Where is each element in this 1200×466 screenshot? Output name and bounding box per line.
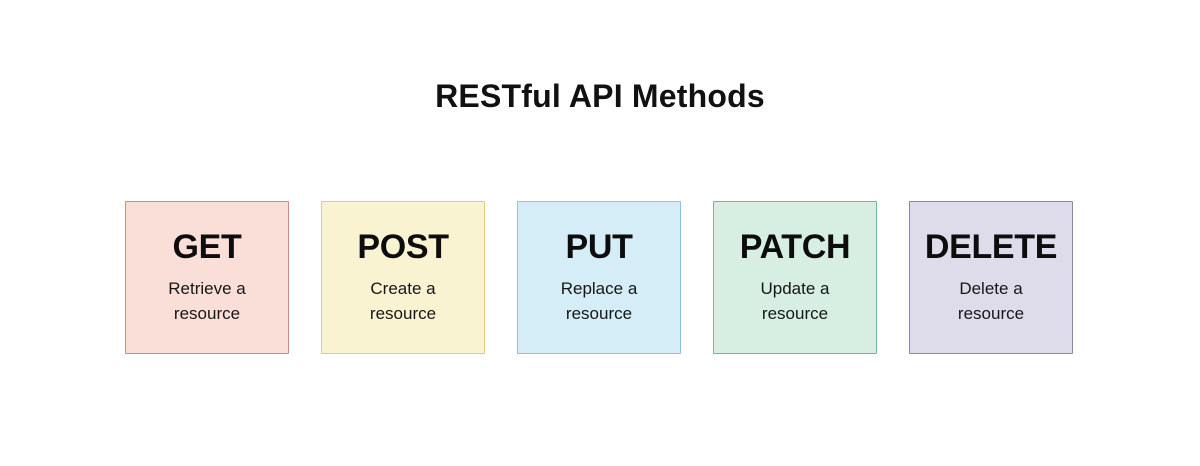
method-description-line2: resource — [565, 304, 633, 323]
method-description-line1: Create a — [370, 279, 436, 298]
method-card-patch[interactable]: PATCH Update a resource — [713, 201, 877, 354]
method-card-get[interactable]: GET Retrieve a resource — [125, 201, 289, 354]
method-description-line1: Update a — [760, 279, 830, 298]
method-description-patch: Update a resource — [725, 276, 865, 326]
method-description-line2: resource — [173, 304, 241, 323]
method-name-patch: PATCH — [739, 228, 851, 266]
method-description-post: Create a resource — [333, 276, 473, 326]
method-description-line2: resource — [957, 304, 1025, 323]
method-description-delete: Delete a resource — [921, 276, 1061, 326]
method-description-line1: Retrieve a — [168, 279, 246, 298]
method-card-post[interactable]: POST Create a resource — [321, 201, 485, 354]
method-description-put: Replace a resource — [529, 276, 669, 326]
method-name-put: PUT — [565, 228, 633, 266]
method-name-delete: DELETE — [924, 228, 1058, 266]
method-name-post: POST — [357, 228, 449, 266]
method-description-line1: Replace a — [560, 279, 638, 298]
page-title: RESTful API Methods — [435, 78, 765, 114]
method-description-line2: resource — [369, 304, 437, 323]
method-cards-row: GET Retrieve a resource POST Create a re… — [125, 201, 1073, 354]
method-description-line2: resource — [761, 304, 829, 323]
method-card-put[interactable]: PUT Replace a resource — [517, 201, 681, 354]
method-description-line1: Delete a — [959, 279, 1023, 298]
method-description-get: Retrieve a resource — [137, 276, 277, 326]
method-name-get: GET — [172, 228, 242, 266]
method-card-delete[interactable]: DELETE Delete a resource — [909, 201, 1073, 354]
